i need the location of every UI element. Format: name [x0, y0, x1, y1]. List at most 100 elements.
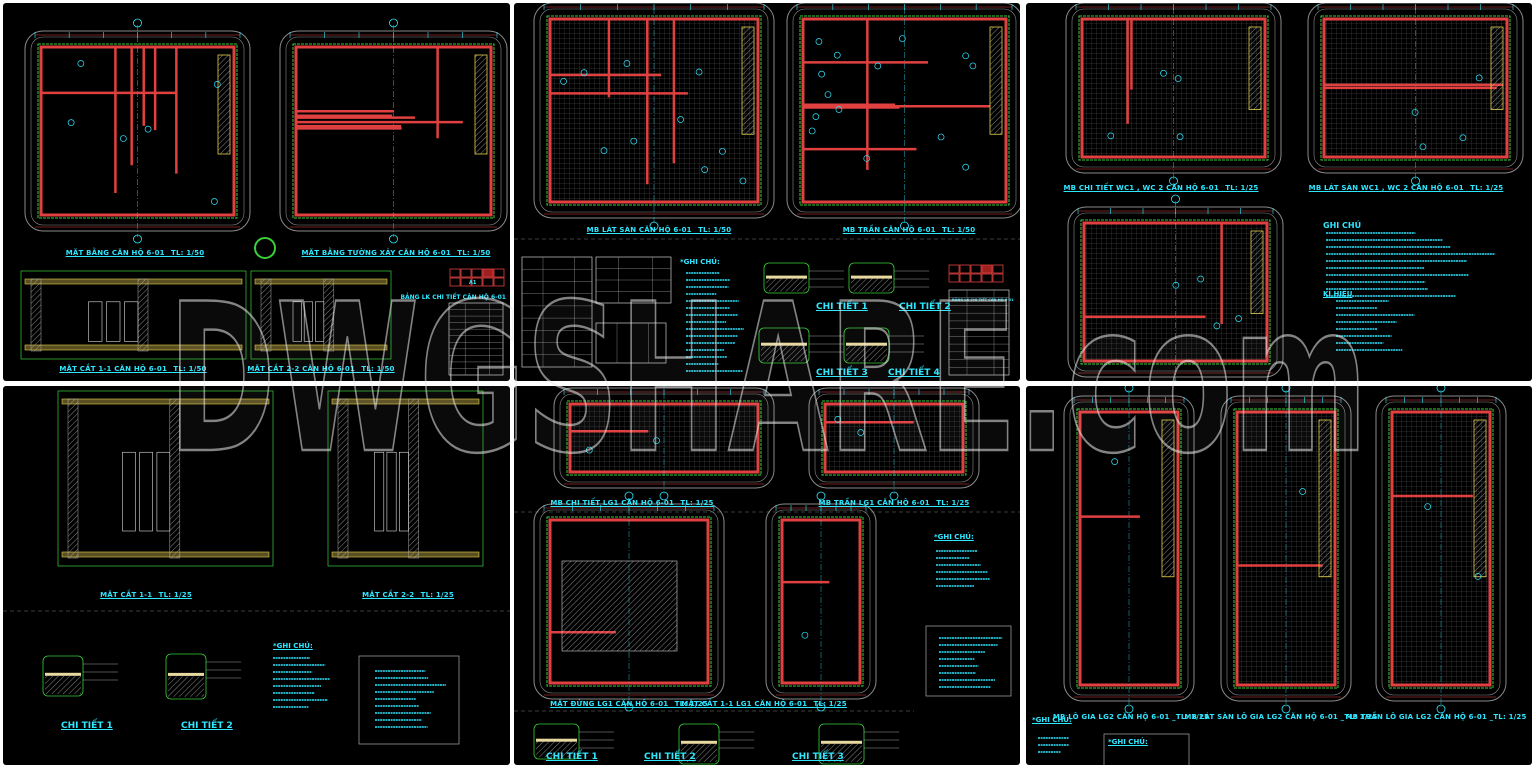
key-plan-cell	[959, 264, 971, 274]
drawing-title: MB LÁT SÀN CĂN HỘ 6-01 _TL: 1/50	[586, 226, 732, 234]
hatched-slab	[761, 345, 807, 362]
table-title: BẢNG LK CHI TIẾT CĂN HỘ 6-01	[400, 294, 506, 301]
key-plan-cell	[981, 264, 993, 274]
door	[106, 301, 121, 342]
fixture-symbol	[77, 60, 85, 67]
column	[337, 398, 349, 559]
fixture-symbol	[701, 166, 709, 173]
key-plan-cell	[449, 277, 461, 287]
fixture-symbol	[630, 137, 638, 145]
notes-box-heading: *GHI CHÚ:	[1108, 738, 1148, 746]
key-plan-cell	[471, 268, 483, 278]
axis-bubble	[1171, 194, 1180, 204]
hatched-wall	[474, 54, 488, 155]
hatched-slab	[681, 744, 717, 762]
axis-bubble	[649, 221, 659, 231]
hatched-wall	[1473, 419, 1487, 578]
fixture-symbol	[1299, 488, 1306, 495]
fixture-symbol	[695, 68, 703, 76]
detail-label: CHI TIẾT 3	[816, 368, 868, 378]
schedule-table	[521, 256, 593, 368]
hatched-slab	[846, 345, 887, 362]
finish-layer	[766, 275, 807, 279]
fixture-symbol	[1111, 458, 1119, 465]
door	[398, 451, 409, 532]
column	[30, 278, 42, 352]
axis-bubble	[1436, 704, 1446, 714]
section-marker	[254, 237, 276, 259]
notes-heading: GHI CHÚ	[1323, 221, 1362, 230]
sheet-floor-ceiling-plans: MB LÁT SÀN CĂN HỘ 6-01 _TL: 1/50 MB TRẦN…	[514, 3, 1020, 381]
key-plan-cell	[959, 273, 971, 283]
finish-layer	[821, 740, 862, 744]
hatched-wall	[1250, 230, 1264, 314]
axis-bubble	[624, 491, 634, 501]
cad-drawing	[3, 390, 510, 745]
detail-frame	[42, 655, 84, 697]
key-plan-cell	[493, 268, 505, 278]
fixture-symbol	[1459, 134, 1467, 142]
plan-frame	[30, 36, 245, 226]
section-frame	[250, 270, 392, 360]
sheet-wc-sections: MẶT CẮT 1-1 _TL: 1/25 MẶT CẮT 2-2 _TL: 1…	[3, 386, 510, 765]
key-plan-cell	[970, 264, 982, 274]
key-plan-cell	[948, 264, 960, 274]
drawing-title: MB TRẦN LG1 CĂN HỘ 6-01 _TL: 1/25	[818, 499, 970, 507]
detail-frame	[843, 327, 890, 364]
axis-bubble	[389, 234, 398, 244]
slab	[61, 551, 270, 558]
slab	[61, 398, 270, 405]
notes-heading: *GHI CHÚ:	[680, 258, 720, 266]
fixture-symbol	[1475, 74, 1483, 82]
notes-heading: *GHI CHÚ:	[934, 533, 974, 541]
detail-label: CHI TIẾT 1	[816, 302, 868, 312]
slab	[254, 344, 388, 351]
axis-bubble	[816, 702, 826, 712]
fixture-symbol	[67, 119, 75, 126]
door	[124, 301, 139, 342]
key-plan-cell	[449, 268, 461, 278]
door	[303, 301, 313, 342]
fixture-symbol	[801, 631, 809, 639]
detail-label: CHI TIẾT 2	[181, 721, 233, 731]
notes-heading: *GHI CHÚ:	[273, 642, 313, 650]
door	[292, 301, 302, 342]
detail-label: CHI TIẾT 1	[546, 752, 598, 762]
fixture-symbol	[623, 60, 631, 67]
legend-heading: KÍ HIỆU	[1323, 290, 1353, 298]
hatched-slab	[45, 676, 81, 694]
fixture-symbol	[210, 198, 218, 205]
axis-bubble	[1124, 386, 1134, 393]
detail-label: CHI TIẾT 2	[899, 302, 951, 312]
finish-layer	[851, 275, 892, 279]
hatched-wall	[1248, 26, 1262, 110]
fixture-symbol	[1424, 503, 1432, 510]
hatched-wall	[989, 26, 1003, 135]
column	[67, 398, 79, 559]
fixture-symbol	[585, 446, 593, 454]
drawing-title: MẶT CẮT 2-2 CĂN HỘ 6-01 _TL: 1/50	[247, 365, 395, 373]
axis-bubble	[1411, 176, 1420, 186]
door	[156, 451, 171, 532]
axis-bubble	[1124, 704, 1134, 714]
key-plan-cell	[460, 268, 472, 278]
fixture-symbol	[1213, 322, 1221, 330]
key-plan-cell	[992, 264, 1004, 274]
key-plan-tag: A1	[469, 280, 477, 286]
detail-frame	[533, 723, 580, 760]
hatched-wall	[1318, 419, 1332, 578]
door	[122, 451, 136, 532]
key-plan-cell	[460, 277, 472, 287]
drawing-title: MẶT BẰNG TƯỜNG XÂY CĂN HỘ 6-01 _TL: 1/50	[301, 249, 491, 257]
section-frame	[327, 390, 484, 567]
hatched-slab	[851, 278, 892, 292]
key-plan-cell	[471, 277, 483, 287]
schedule-table	[595, 322, 667, 364]
drawing-title: MẶT CẮT 1-1 _TL: 1/25	[100, 591, 192, 599]
fixture-symbol	[857, 429, 865, 436]
column	[260, 278, 272, 352]
fixture-symbol	[719, 147, 726, 155]
axis-bubble	[133, 234, 142, 244]
hatched-wall	[1490, 26, 1504, 110]
detail-frame	[165, 653, 207, 700]
